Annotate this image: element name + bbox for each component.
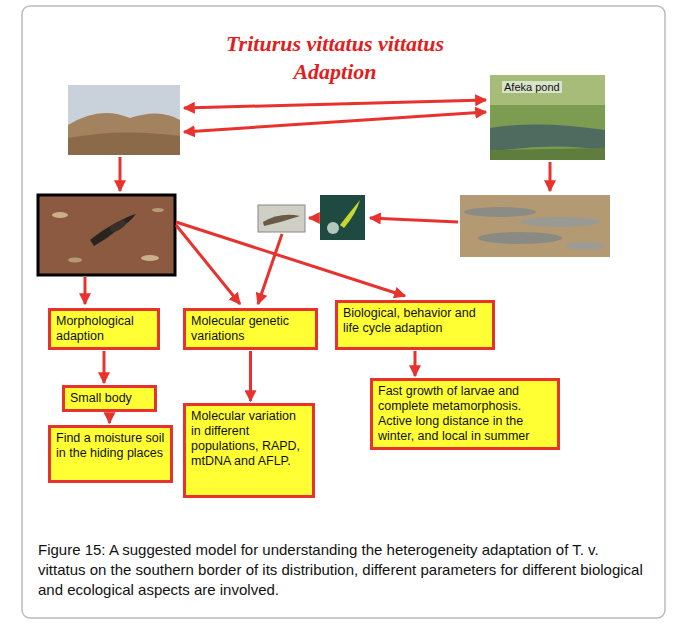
text-box: Molecular genetic variations <box>183 308 318 350</box>
text-box: Molecular variation in different populat… <box>183 403 315 498</box>
larva-photo <box>258 205 305 232</box>
text-box: Find a moisture soil in the hiding place… <box>48 425 173 483</box>
box-text: Molecular genetic variations <box>191 314 310 344</box>
text-box: Morphological adaption <box>48 308 160 350</box>
flow-arrow <box>249 351 252 401</box>
pond-photo <box>490 75 605 160</box>
egg-photo <box>320 195 365 240</box>
picture-arrows <box>85 100 550 304</box>
figure-frame <box>22 6 665 618</box>
box-text: Small body <box>70 391 149 406</box>
flow-arrow <box>108 413 111 423</box>
landscape-photo <box>68 85 180 155</box>
diagram-title: Triturus vittatus vittatus Adaption <box>185 30 485 86</box>
text-box: Fast growth of larvae and complete metam… <box>370 378 560 450</box>
newts-photo <box>460 195 610 257</box>
text-box: Biological, behavior and life cycle adap… <box>335 300 495 350</box>
box-text: Biological, behavior and life cycle adap… <box>343 306 487 336</box>
flow-arrow <box>414 351 417 376</box>
newt-soil-photo <box>38 195 175 275</box>
box-text: Find a moisture soil in the hiding place… <box>56 431 165 461</box>
box-text: Molecular variation in different populat… <box>191 409 307 469</box>
photo-label: Afeka pond <box>502 81 562 93</box>
flow-arrow <box>103 351 106 383</box>
text-box: Small body <box>62 385 157 412</box>
box-text: Morphological adaption <box>56 314 152 344</box>
figure-caption: Figure 15: A suggested model for underst… <box>38 540 650 600</box>
box-text: Fast growth of larvae and complete metam… <box>378 384 552 444</box>
